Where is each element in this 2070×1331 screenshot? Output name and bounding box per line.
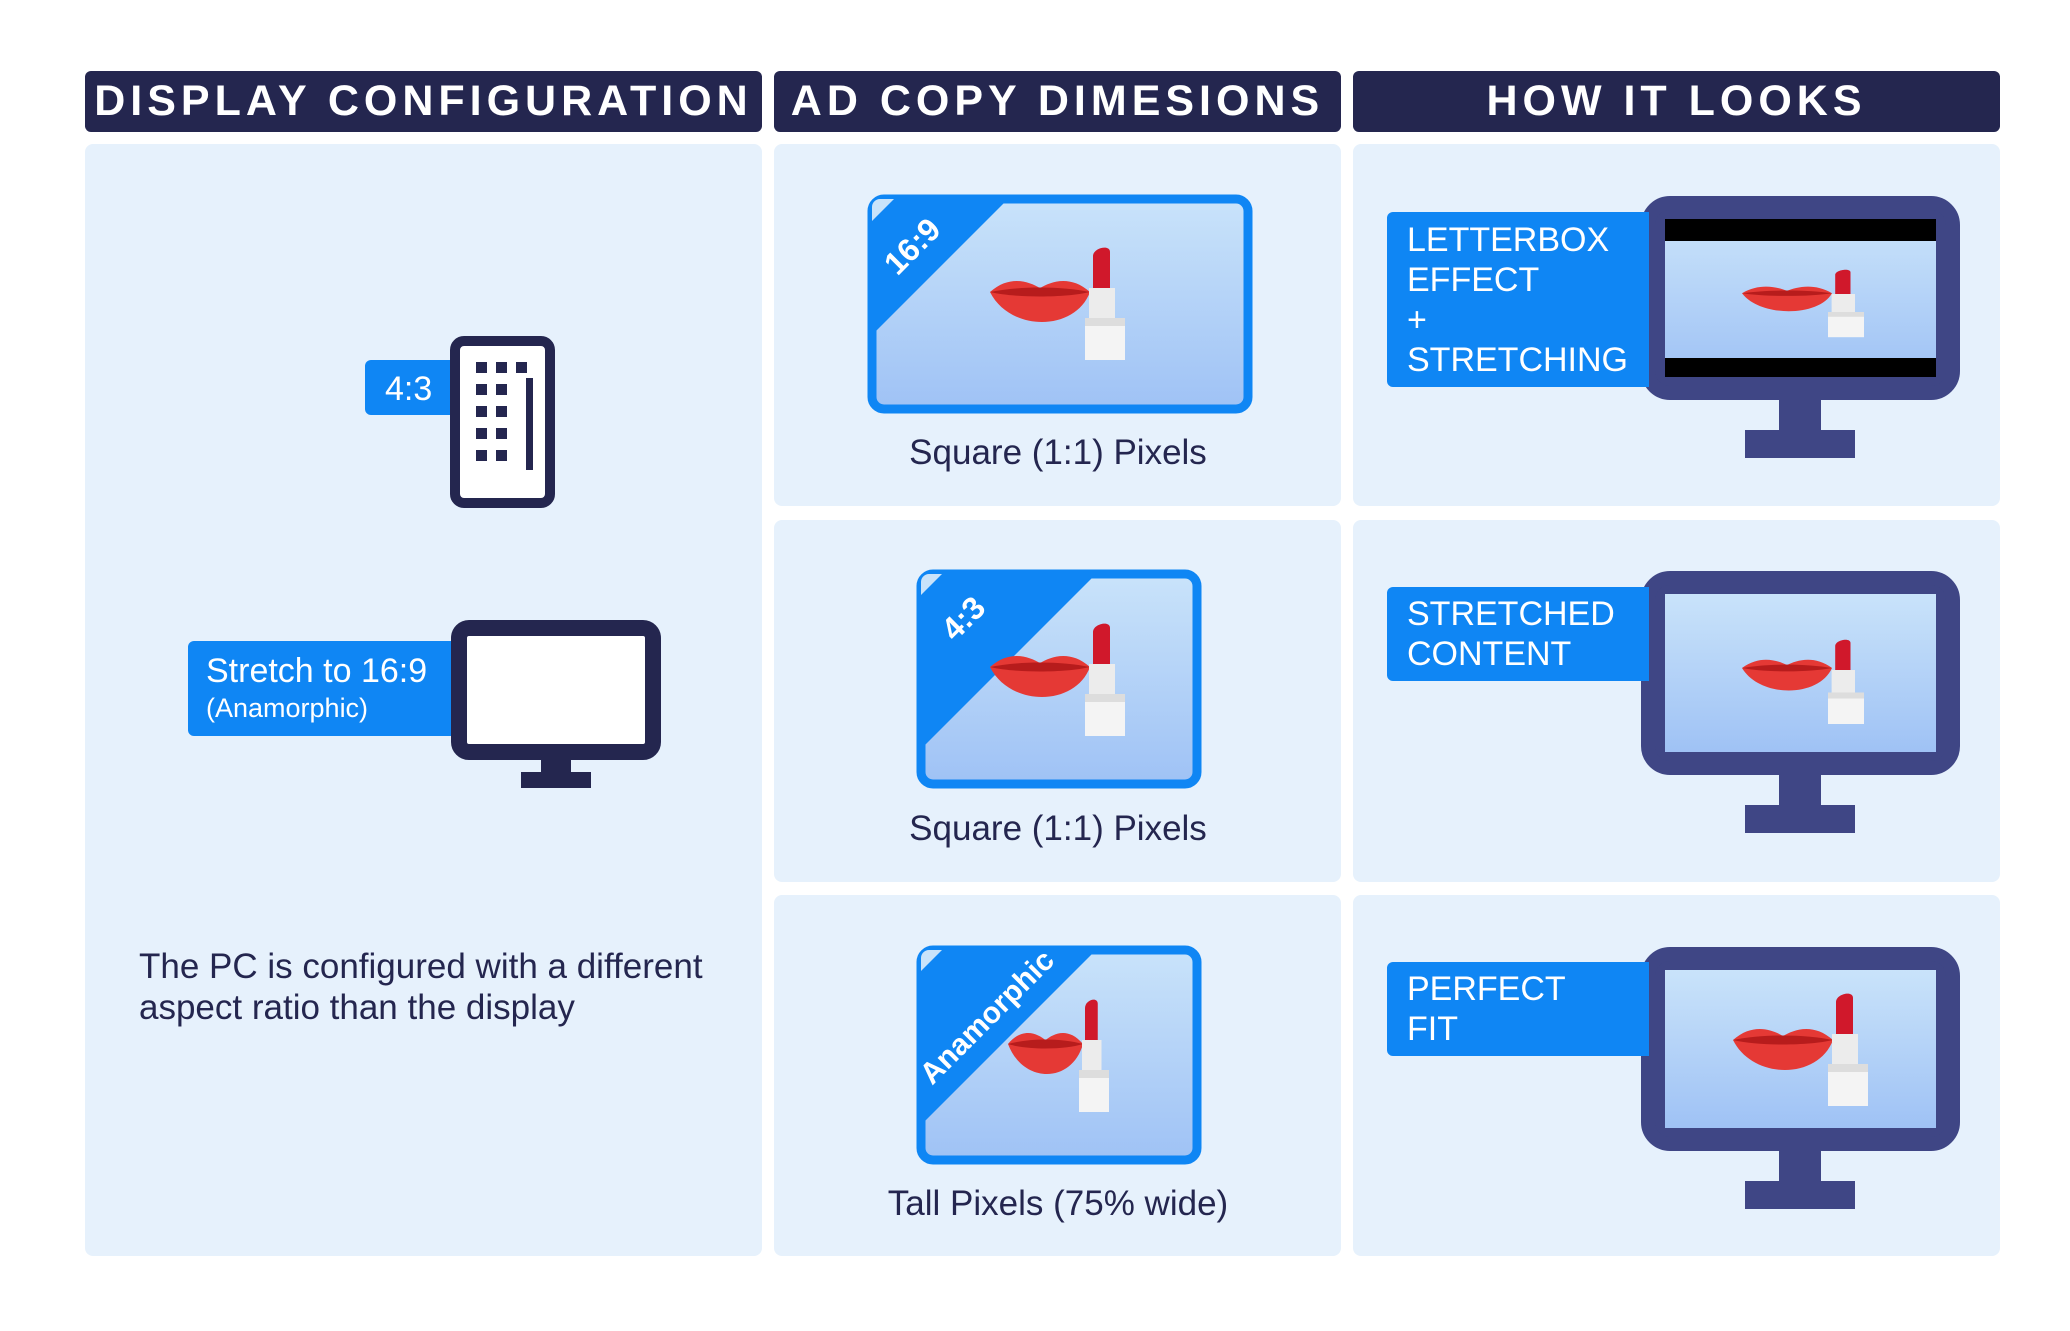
result-tag-line: FIT: [1407, 1010, 1458, 1048]
lips-icon: [990, 280, 1090, 322]
header-how-it-looks: HOW IT LOOKS: [1353, 71, 2000, 132]
lipstick-icon: [1085, 623, 1125, 736]
result-tag-line: STRETCHING: [1407, 341, 1628, 379]
monitor-ratio-label: Stretch to 16:9: [206, 652, 428, 690]
result-tag-line: EFFECT: [1407, 261, 1540, 299]
lipstick-icon: [1079, 999, 1109, 1112]
monitor-icon: [451, 620, 661, 788]
monitor-icon: [1641, 947, 1960, 1209]
monitor-ratio-sublabel: (Anamorphic): [206, 693, 369, 723]
result-tag-line: LETTERBOX: [1407, 221, 1610, 259]
ad-caption-3: Tall Pixels (75% wide): [887, 1184, 1229, 1223]
header-ad-copy-dimensions: AD COPY DIMESIONS: [774, 71, 1341, 132]
monitor-icon: [1641, 571, 1960, 833]
result-tag-perfect-fit: PERFECT FIT: [1387, 962, 1649, 1056]
lipstick-icon: [1828, 993, 1868, 1106]
ad-caption-2: Square (1:1) Pixels: [909, 809, 1207, 848]
ad-caption-1: Square (1:1) Pixels: [909, 433, 1207, 472]
lipstick-icon: [1828, 639, 1864, 724]
result-tag-line: PERFECT: [1407, 970, 1566, 1008]
lips-icon: [1733, 1028, 1833, 1070]
monitor-icon: [1641, 196, 1960, 458]
lipstick-icon: [1085, 247, 1125, 360]
display-configuration-description: The PC is configured with a different as…: [139, 947, 703, 1027]
lipstick-icon: [1828, 269, 1864, 338]
tablet-ratio-label: 4:3: [385, 370, 433, 408]
lips-icon: [1742, 286, 1832, 312]
result-tag-line: STRETCHED: [1407, 595, 1615, 633]
result-tag-letterbox: LETTERBOX EFFECT + STRETCHING: [1387, 212, 1649, 387]
result-tag-line: +: [1407, 301, 1427, 339]
lips-icon: [1742, 659, 1832, 691]
lips-icon: [990, 655, 1090, 697]
result-tag-line: CONTENT: [1407, 635, 1572, 673]
monitor-ratio-tag: Stretch to 16:9 (Anamorphic): [188, 641, 458, 736]
header-display-configuration: DISPLAY CONFIGURATION: [85, 71, 762, 132]
tablet-ratio-tag: 4:3: [365, 360, 465, 415]
lips-icon: [1008, 1032, 1083, 1074]
result-tag-stretched: STRETCHED CONTENT: [1387, 587, 1649, 681]
tablet-icon: [450, 336, 555, 508]
